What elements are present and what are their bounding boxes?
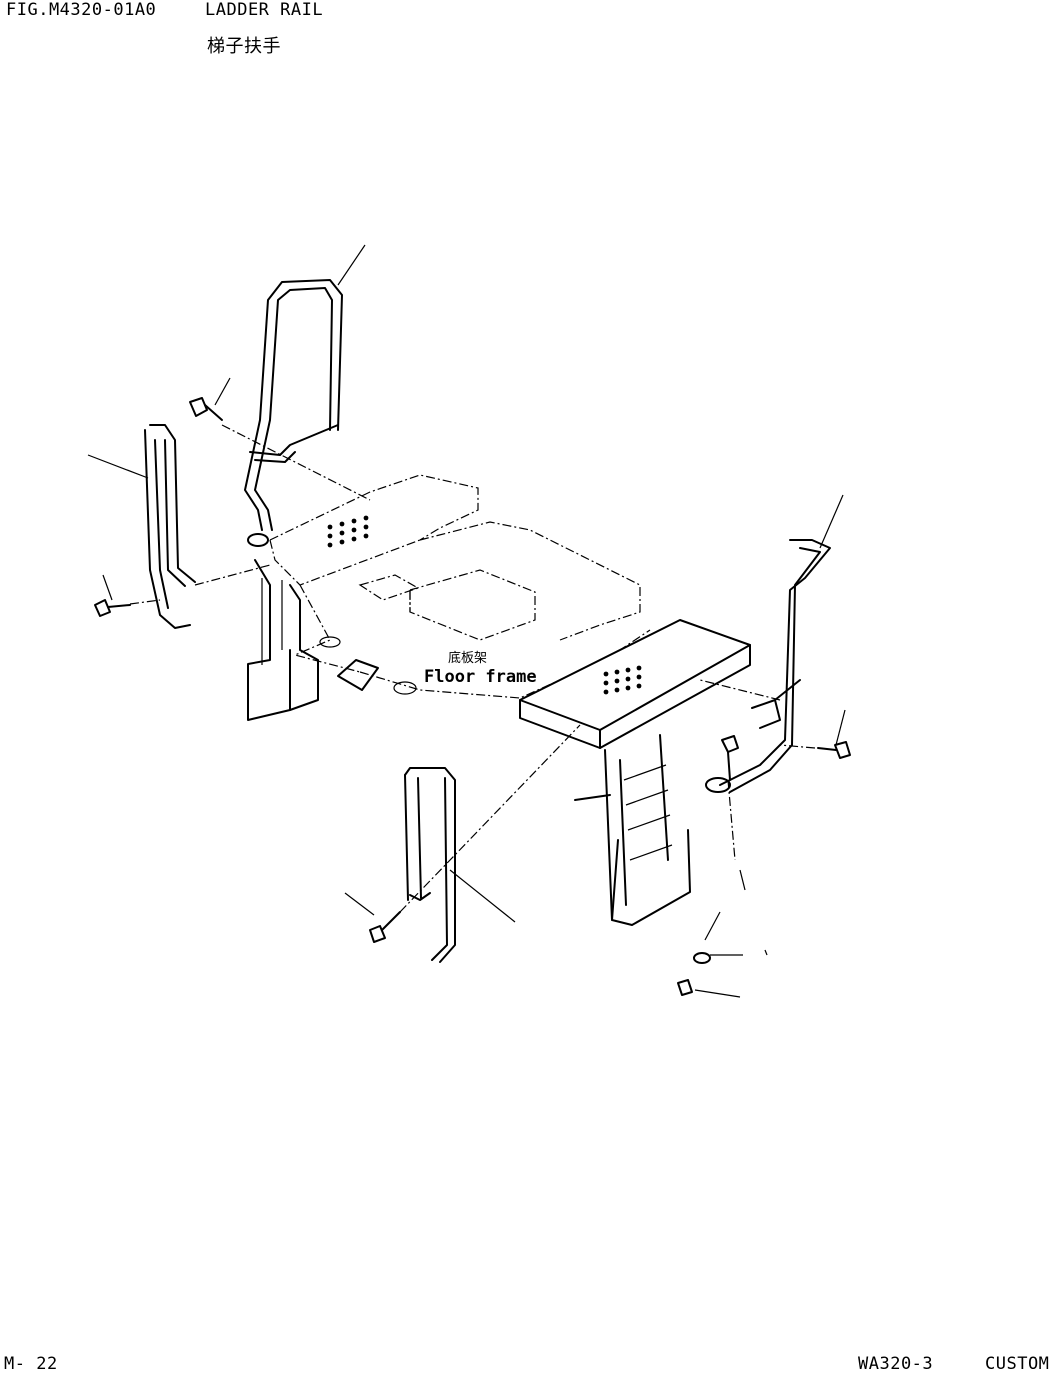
model-number: WA320-3 xyxy=(858,1354,934,1374)
right-handrail xyxy=(705,539,831,793)
page-number: M- 22 xyxy=(4,1354,58,1374)
upper-left-handrail xyxy=(244,279,343,547)
figure-title-en: LADDER RAIL xyxy=(205,0,324,20)
fasteners xyxy=(94,397,851,996)
floor-frame-label-cn: 底板架 xyxy=(448,650,487,666)
floor-frame-label-en: Floor frame xyxy=(424,667,537,687)
floor-frame xyxy=(247,474,751,926)
edition-label: CUSTOM xyxy=(985,1354,1050,1374)
leader-lines xyxy=(87,244,846,998)
figure-number: FIG.M4320-01A0 xyxy=(6,0,157,20)
lower-handrail xyxy=(404,767,456,963)
left-vertical-handrail xyxy=(144,424,196,629)
figure-title-cn: 梯子扶手 xyxy=(207,36,281,57)
